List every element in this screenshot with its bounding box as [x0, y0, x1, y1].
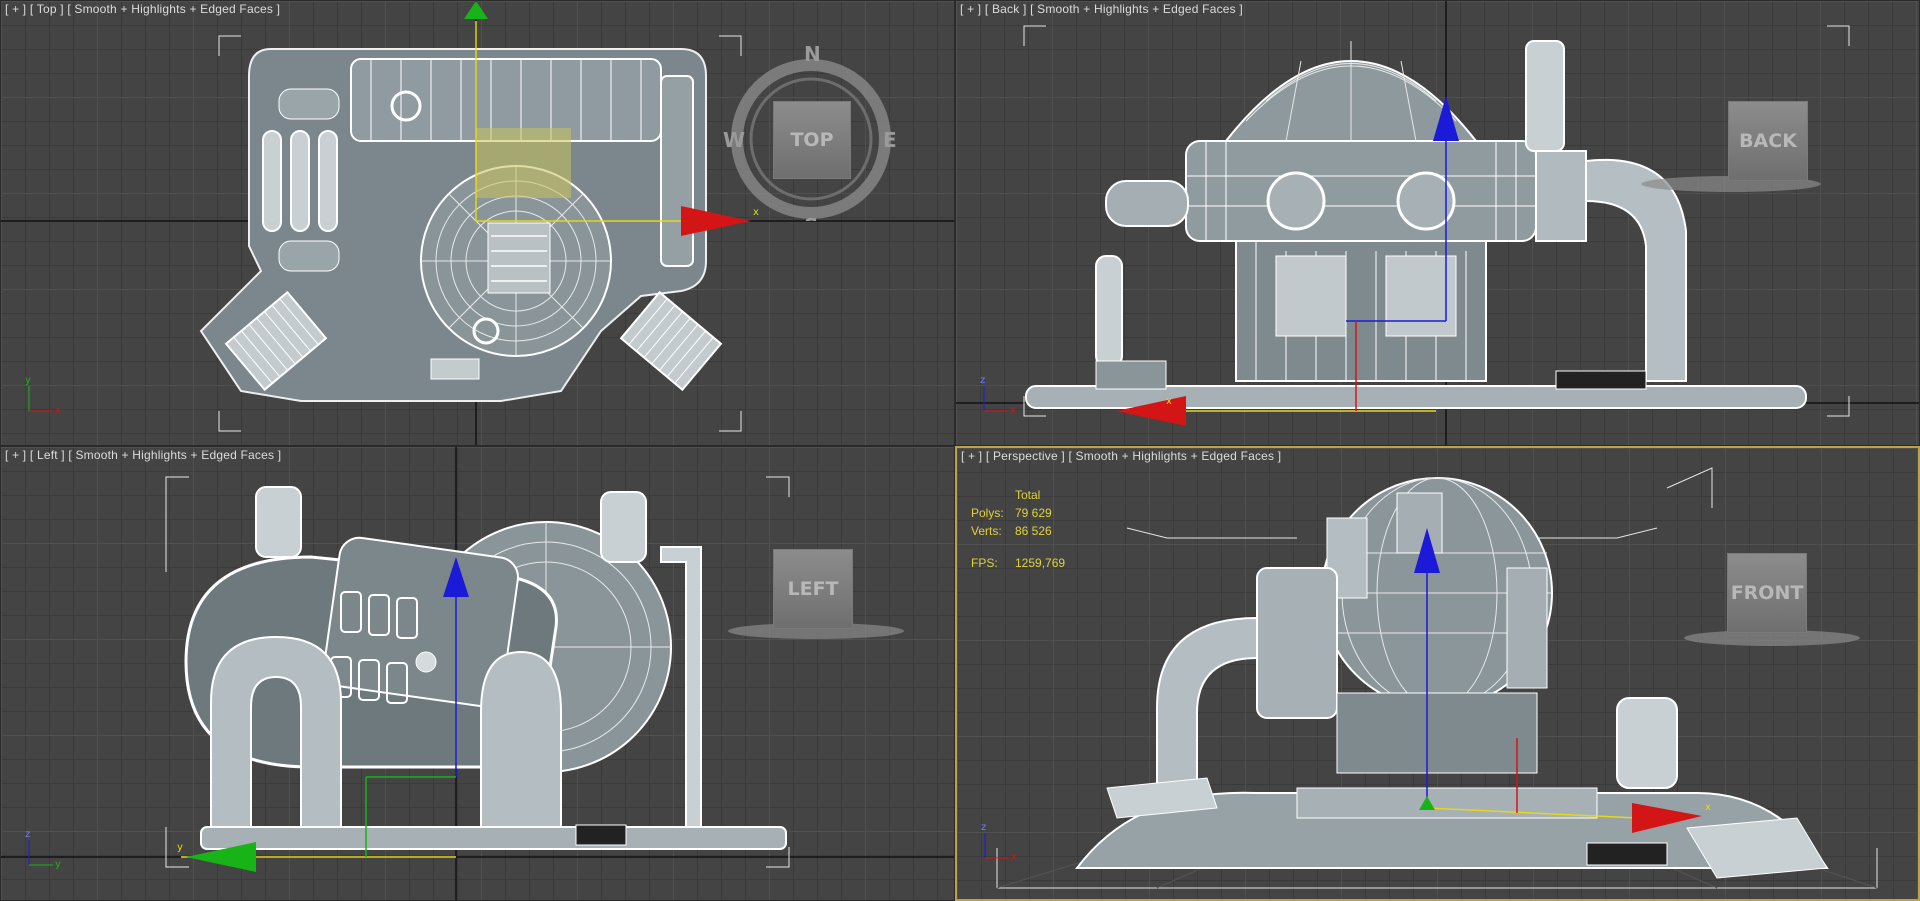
- svg-text:y: y: [177, 842, 183, 853]
- viewport-statistics: Total Polys: 79 629 Verts: 86 526 FPS: 1259…: [971, 486, 1065, 572]
- viewcube-face-back[interactable]: BACK: [1728, 101, 1808, 181]
- model-top: [199, 48, 723, 402]
- viewport-menu-button[interactable]: [ + ]: [5, 448, 27, 462]
- view-name-menu[interactable]: [ Left ]: [29, 448, 65, 462]
- axis-label: z: [980, 375, 985, 386]
- axis-label: y: [55, 859, 61, 870]
- view-name-menu[interactable]: [ Top ]: [29, 2, 64, 16]
- shading-mode-menu[interactable]: [ Smooth + Highlights + Edged Faces ]: [67, 2, 281, 16]
- stats-verts-value: 86 526: [1015, 524, 1052, 538]
- axis-tripod-icon: y x: [25, 375, 61, 416]
- compass-east: E: [883, 128, 897, 152]
- viewport-back[interactable]: [ + ] [ Back ] [ Smooth + Highlights + E…: [955, 0, 1920, 446]
- viewcube-icon[interactable]: N S W E TOP: [723, 41, 903, 238]
- left-scene: y z y: [1, 447, 954, 900]
- move-gizmo-icon[interactable]: x: [1116, 96, 1459, 426]
- axis-label: z: [25, 829, 30, 840]
- axis-label: x: [1011, 852, 1017, 863]
- back-scene: x z x: [956, 1, 1919, 445]
- axis-tripod-icon: z x: [981, 822, 1017, 863]
- axis-tripod-icon: z x: [980, 375, 1016, 416]
- svg-text:x: x: [753, 207, 759, 218]
- shading-mode-menu[interactable]: [ Smooth + Highlights + Edged Faces ]: [1030, 2, 1243, 16]
- viewport-menu-button[interactable]: [ + ]: [960, 2, 982, 16]
- svg-text:x: x: [1166, 396, 1172, 407]
- stats-fps-value: 1259,769: [1015, 556, 1066, 570]
- axis-label: x: [1010, 405, 1016, 416]
- shading-mode-menu[interactable]: [ Smooth + Highlights + Edged Faces ]: [68, 448, 282, 462]
- top-scene: x y x: [1, 1, 954, 445]
- stats-polys-value: 79 629: [1015, 506, 1052, 520]
- shading-mode-menu[interactable]: [ Smooth + Highlights + Edged Faces ]: [1068, 449, 1282, 463]
- axis-label: y: [25, 375, 31, 386]
- view-name-menu[interactable]: [ Back ]: [984, 2, 1027, 16]
- safe-frame: [1023, 25, 1850, 417]
- viewport-menu-button[interactable]: [ + ]: [5, 2, 27, 16]
- compass-south: S: [804, 214, 818, 221]
- perspective-scene: x z x: [981, 467, 1878, 889]
- stats-verts-label: Verts:: [971, 524, 1002, 538]
- stats-total-label: Total: [1015, 488, 1041, 502]
- viewcube-face-front[interactable]: FRONT: [1727, 553, 1807, 633]
- viewport-perspective[interactable]: [ + ] [ Perspective ] [ Smooth + Highlig…: [955, 446, 1920, 901]
- viewport-label-left: [ + ] [ Left ] [ Smooth + Highlights + E…: [5, 448, 281, 462]
- axis-label: z: [981, 822, 986, 833]
- compass-west: W: [723, 128, 745, 152]
- move-gizmo-icon[interactable]: y: [177, 557, 469, 872]
- model-left: [184, 486, 787, 850]
- viewport-label-perspective: [ + ] [ Perspective ] [ Smooth + Highlig…: [961, 449, 1281, 463]
- svg-text:x: x: [1705, 802, 1711, 813]
- viewport-left[interactable]: [ + ] [ Left ] [ Smooth + Highlights + E…: [0, 446, 955, 901]
- move-gizmo-icon[interactable]: x: [464, 1, 759, 236]
- viewcube-face-top[interactable]: TOP: [773, 101, 851, 179]
- safe-frame: [218, 35, 742, 432]
- viewport-label-top: [ + ] [ Top ] [ Smooth + Highlights + Ed…: [5, 2, 280, 16]
- move-gizmo-icon[interactable]: x: [1414, 528, 1711, 833]
- safe-frame: [996, 467, 1878, 889]
- axis-label: x: [55, 405, 61, 416]
- viewport-menu-button[interactable]: [ + ]: [961, 449, 983, 463]
- safe-frame: [165, 476, 790, 868]
- model-back: [1025, 40, 1807, 409]
- viewport-top[interactable]: [ + ] [ Top ] [ Smooth + Highlights + Ed…: [0, 0, 955, 446]
- stats-polys-label: Polys:: [971, 506, 1004, 520]
- viewcube-face-left[interactable]: LEFT: [773, 549, 853, 629]
- viewport-label-back: [ + ] [ Back ] [ Smooth + Highlights + E…: [960, 2, 1243, 16]
- axis-tripod-icon: z y: [25, 829, 61, 870]
- compass-ring-icon[interactable]: N S W E: [723, 41, 903, 238]
- view-name-menu[interactable]: [ Perspective ]: [985, 449, 1065, 463]
- stats-fps-label: FPS:: [971, 556, 998, 570]
- compass-north: N: [804, 42, 821, 66]
